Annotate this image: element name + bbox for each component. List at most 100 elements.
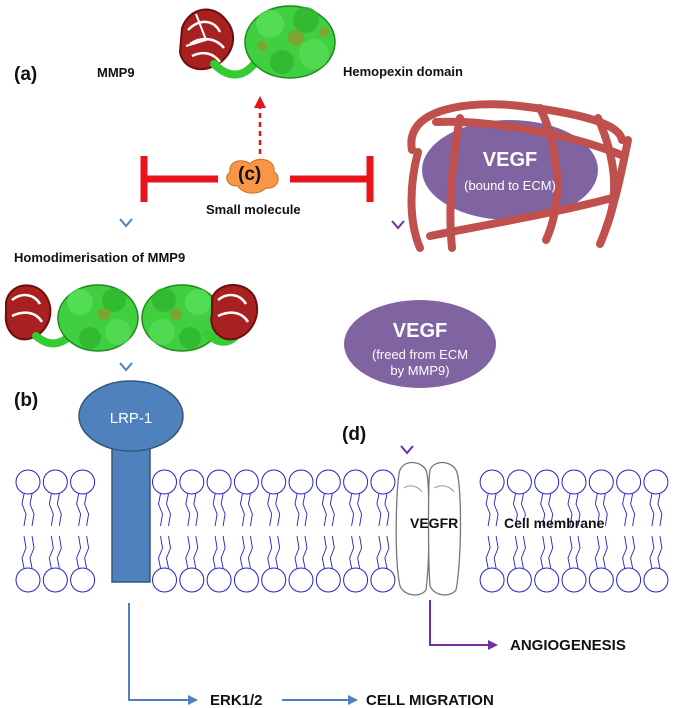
- lipid-head: [152, 567, 177, 593]
- ecm-fibres: [407, 100, 632, 252]
- vegfr-to-angiogenesis-arrow: [429, 600, 498, 650]
- lrp1-label: LRP-1: [110, 410, 153, 427]
- lipid-head: [152, 469, 177, 495]
- vegf-freed-line1: (freed from ECM: [372, 347, 468, 362]
- lipid-tail: [540, 535, 546, 569]
- panel-label-b: (b): [14, 390, 38, 411]
- erk-label: ERK1/2: [210, 692, 263, 708]
- vegf-bound-title: VEGF: [483, 149, 537, 171]
- lipid-head: [206, 567, 232, 593]
- lipid-tail: [239, 493, 245, 527]
- lipid-tail: [357, 493, 363, 527]
- vegfr-receptor: [395, 461, 462, 596]
- lipid-tail: [48, 535, 54, 569]
- lipid-tail: [485, 493, 491, 527]
- lipid-tail: [321, 535, 327, 569]
- lipid-head: [343, 567, 369, 593]
- lipid-tail: [657, 493, 663, 527]
- lipid-tail: [548, 493, 554, 527]
- lipid-tail: [630, 493, 636, 527]
- lipid-tail: [567, 535, 573, 569]
- lipid-tail: [622, 535, 628, 569]
- mmp9-label: MMP9: [97, 65, 135, 80]
- lipid-tail: [630, 535, 636, 569]
- lipid-head: [479, 567, 505, 593]
- small-molecule-label: Small molecule: [206, 202, 301, 217]
- angiogenesis-label: ANGIOGENESIS: [510, 637, 626, 654]
- lipid-tail: [485, 535, 491, 569]
- lipid-head: [179, 567, 205, 593]
- lipid-head: [534, 567, 560, 593]
- lipid-tail: [594, 493, 600, 527]
- mmp9-protein: [178, 5, 336, 79]
- lipid-tail: [376, 493, 382, 527]
- lipid-head: [506, 567, 532, 593]
- cell-membrane-label: Cell membrane: [504, 515, 605, 531]
- lipid-tail: [302, 493, 308, 527]
- lipid-head: [70, 469, 96, 495]
- panel-label-c: (c): [238, 164, 261, 185]
- vegf-freed-title: VEGF: [393, 320, 447, 342]
- lrp1-to-erk-arrow: [128, 603, 198, 705]
- lipid-tail: [247, 493, 253, 527]
- chevron-down-icon-lrp: [119, 362, 133, 372]
- lipid-tail: [602, 493, 608, 527]
- lipid-tail: [493, 535, 499, 569]
- lipid-head: [261, 469, 287, 495]
- lipid-tail: [302, 535, 308, 569]
- lipid-tail: [321, 493, 327, 527]
- lipid-tail: [275, 493, 281, 527]
- lipid-tail: [158, 493, 163, 527]
- lipid-tail: [267, 535, 273, 569]
- lipid-tail: [575, 493, 581, 527]
- lipid-head: [15, 469, 41, 495]
- cell-membrane-bilayer: [15, 469, 669, 593]
- lipid-head: [315, 567, 341, 593]
- lipid-head: [206, 469, 232, 495]
- lipid-head: [42, 469, 68, 495]
- lipid-tail: [56, 535, 62, 569]
- lipid-tail: [622, 493, 628, 527]
- chevron-down-icon-purple: [391, 220, 405, 230]
- lipid-tail: [329, 535, 335, 569]
- vegf-freed-ellipse: [344, 300, 496, 388]
- lipid-head: [588, 469, 614, 495]
- lipid-tail: [193, 535, 199, 569]
- lipid-head: [643, 469, 669, 495]
- lipid-head: [534, 469, 560, 495]
- lipid-head: [70, 567, 96, 593]
- lipid-head: [233, 567, 259, 593]
- lipid-tail: [384, 493, 390, 527]
- lipid-head: [479, 469, 505, 495]
- lipid-tail: [575, 535, 581, 569]
- chevron-down-icon-vegfr: [400, 445, 414, 455]
- lipid-tail: [567, 493, 573, 527]
- lipid-tail: [239, 535, 245, 569]
- vegfr-label: VEGFR: [410, 515, 458, 531]
- lipid-tail: [649, 493, 655, 527]
- linker-and-hemopexin-blob: [210, 5, 336, 79]
- lipid-head: [315, 469, 341, 495]
- lipid-tail: [275, 535, 281, 569]
- lipid-tail: [21, 535, 27, 569]
- panel-label-a: (a): [14, 64, 37, 85]
- lipid-tail: [212, 493, 218, 527]
- lipid-tail: [220, 535, 226, 569]
- mmp9-dimer-right: [141, 284, 259, 352]
- lipid-tail: [193, 493, 199, 527]
- lipid-tail: [29, 535, 35, 569]
- cell-migration-label: CELL MIGRATION: [366, 692, 494, 708]
- lipid-head: [261, 567, 287, 593]
- lipid-tail: [48, 493, 54, 527]
- lipid-tail: [540, 493, 546, 527]
- lipid-tail: [602, 535, 608, 569]
- lipid-head: [233, 469, 259, 495]
- lipid-tail: [349, 535, 355, 569]
- lipid-head: [343, 469, 369, 495]
- lipid-head: [288, 469, 314, 495]
- lipid-head: [561, 567, 587, 593]
- chevron-down-icon-left: [119, 218, 133, 228]
- lipid-tail: [384, 535, 390, 569]
- lipid-tail: [294, 535, 300, 569]
